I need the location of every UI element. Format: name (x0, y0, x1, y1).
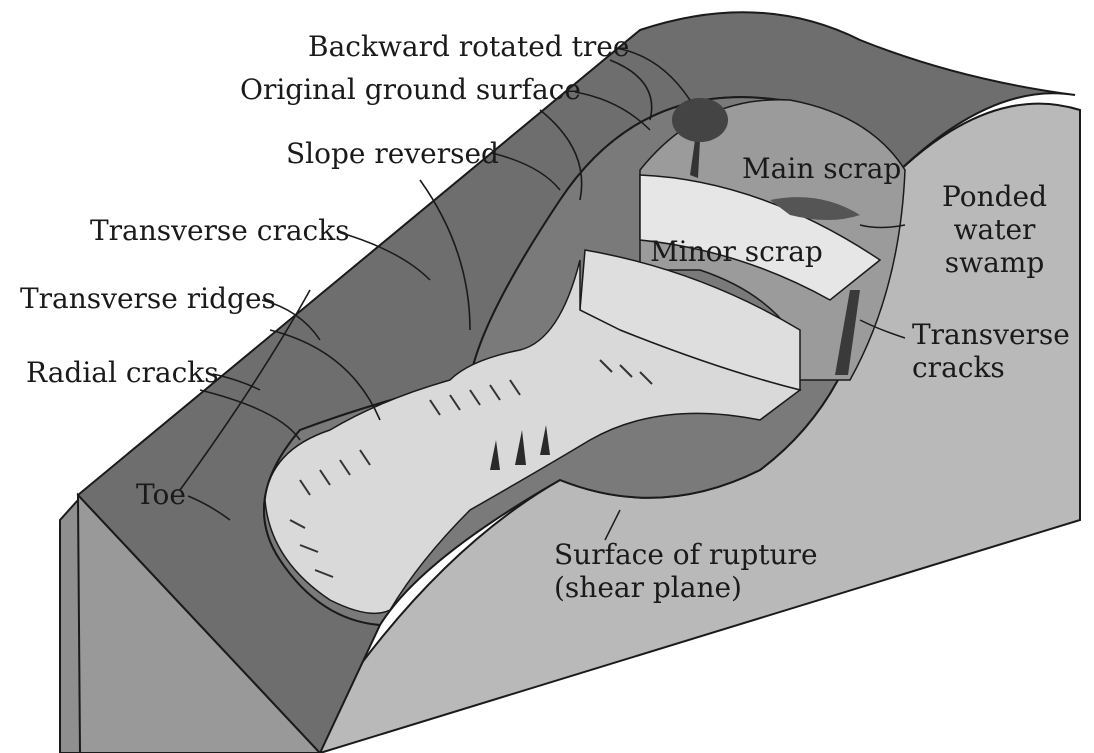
label-transverse-cracks-right-line-2: cracks (912, 351, 1005, 385)
label-slope-reversed: Slope reversed (286, 137, 499, 170)
label-ponded-line-2: water (953, 213, 1036, 247)
label-surface-of-rupture: Surface of rupture (shear plane) (554, 538, 818, 604)
label-surface-of-rupture-line-2: (shear plane) (554, 571, 742, 605)
label-ponded-water-swamp: Ponded water swamp (942, 180, 1047, 279)
ponded-water (770, 197, 860, 220)
label-main-scrap: Main scrap (742, 152, 902, 185)
label-leaders (187, 47, 906, 541)
label-original-ground-surface: Original ground surface (240, 73, 581, 106)
label-transverse-cracks-right: Transverse cracks (912, 318, 1070, 384)
label-transverse-ridges: Transverse ridges (20, 282, 276, 315)
label-transverse-cracks-left: Transverse cracks (90, 214, 350, 247)
radial-crack-marks (490, 425, 550, 470)
transverse-ridge-marks (289, 359, 653, 578)
label-ponded-line-3: swamp (944, 246, 1045, 280)
label-ponded-line-1: Ponded (942, 180, 1048, 213)
label-surface-of-rupture-line-1: Surface of rupture (554, 538, 818, 571)
label-radial-cracks: Radial cracks (26, 356, 219, 389)
ground-surface-lines (179, 59, 653, 491)
upper-slump-block (639, 174, 882, 301)
label-minor-scrap: Minor scrap (650, 235, 823, 268)
label-backward-rotated-tree: Backward rotated tree (308, 30, 630, 63)
label-toe: Toe (136, 478, 186, 511)
scarp-fissure (835, 290, 860, 375)
backward-rotated-tree (672, 98, 728, 178)
slide-mass (264, 259, 802, 615)
label-transverse-cracks-right-line-1: Transverse (912, 318, 1070, 351)
